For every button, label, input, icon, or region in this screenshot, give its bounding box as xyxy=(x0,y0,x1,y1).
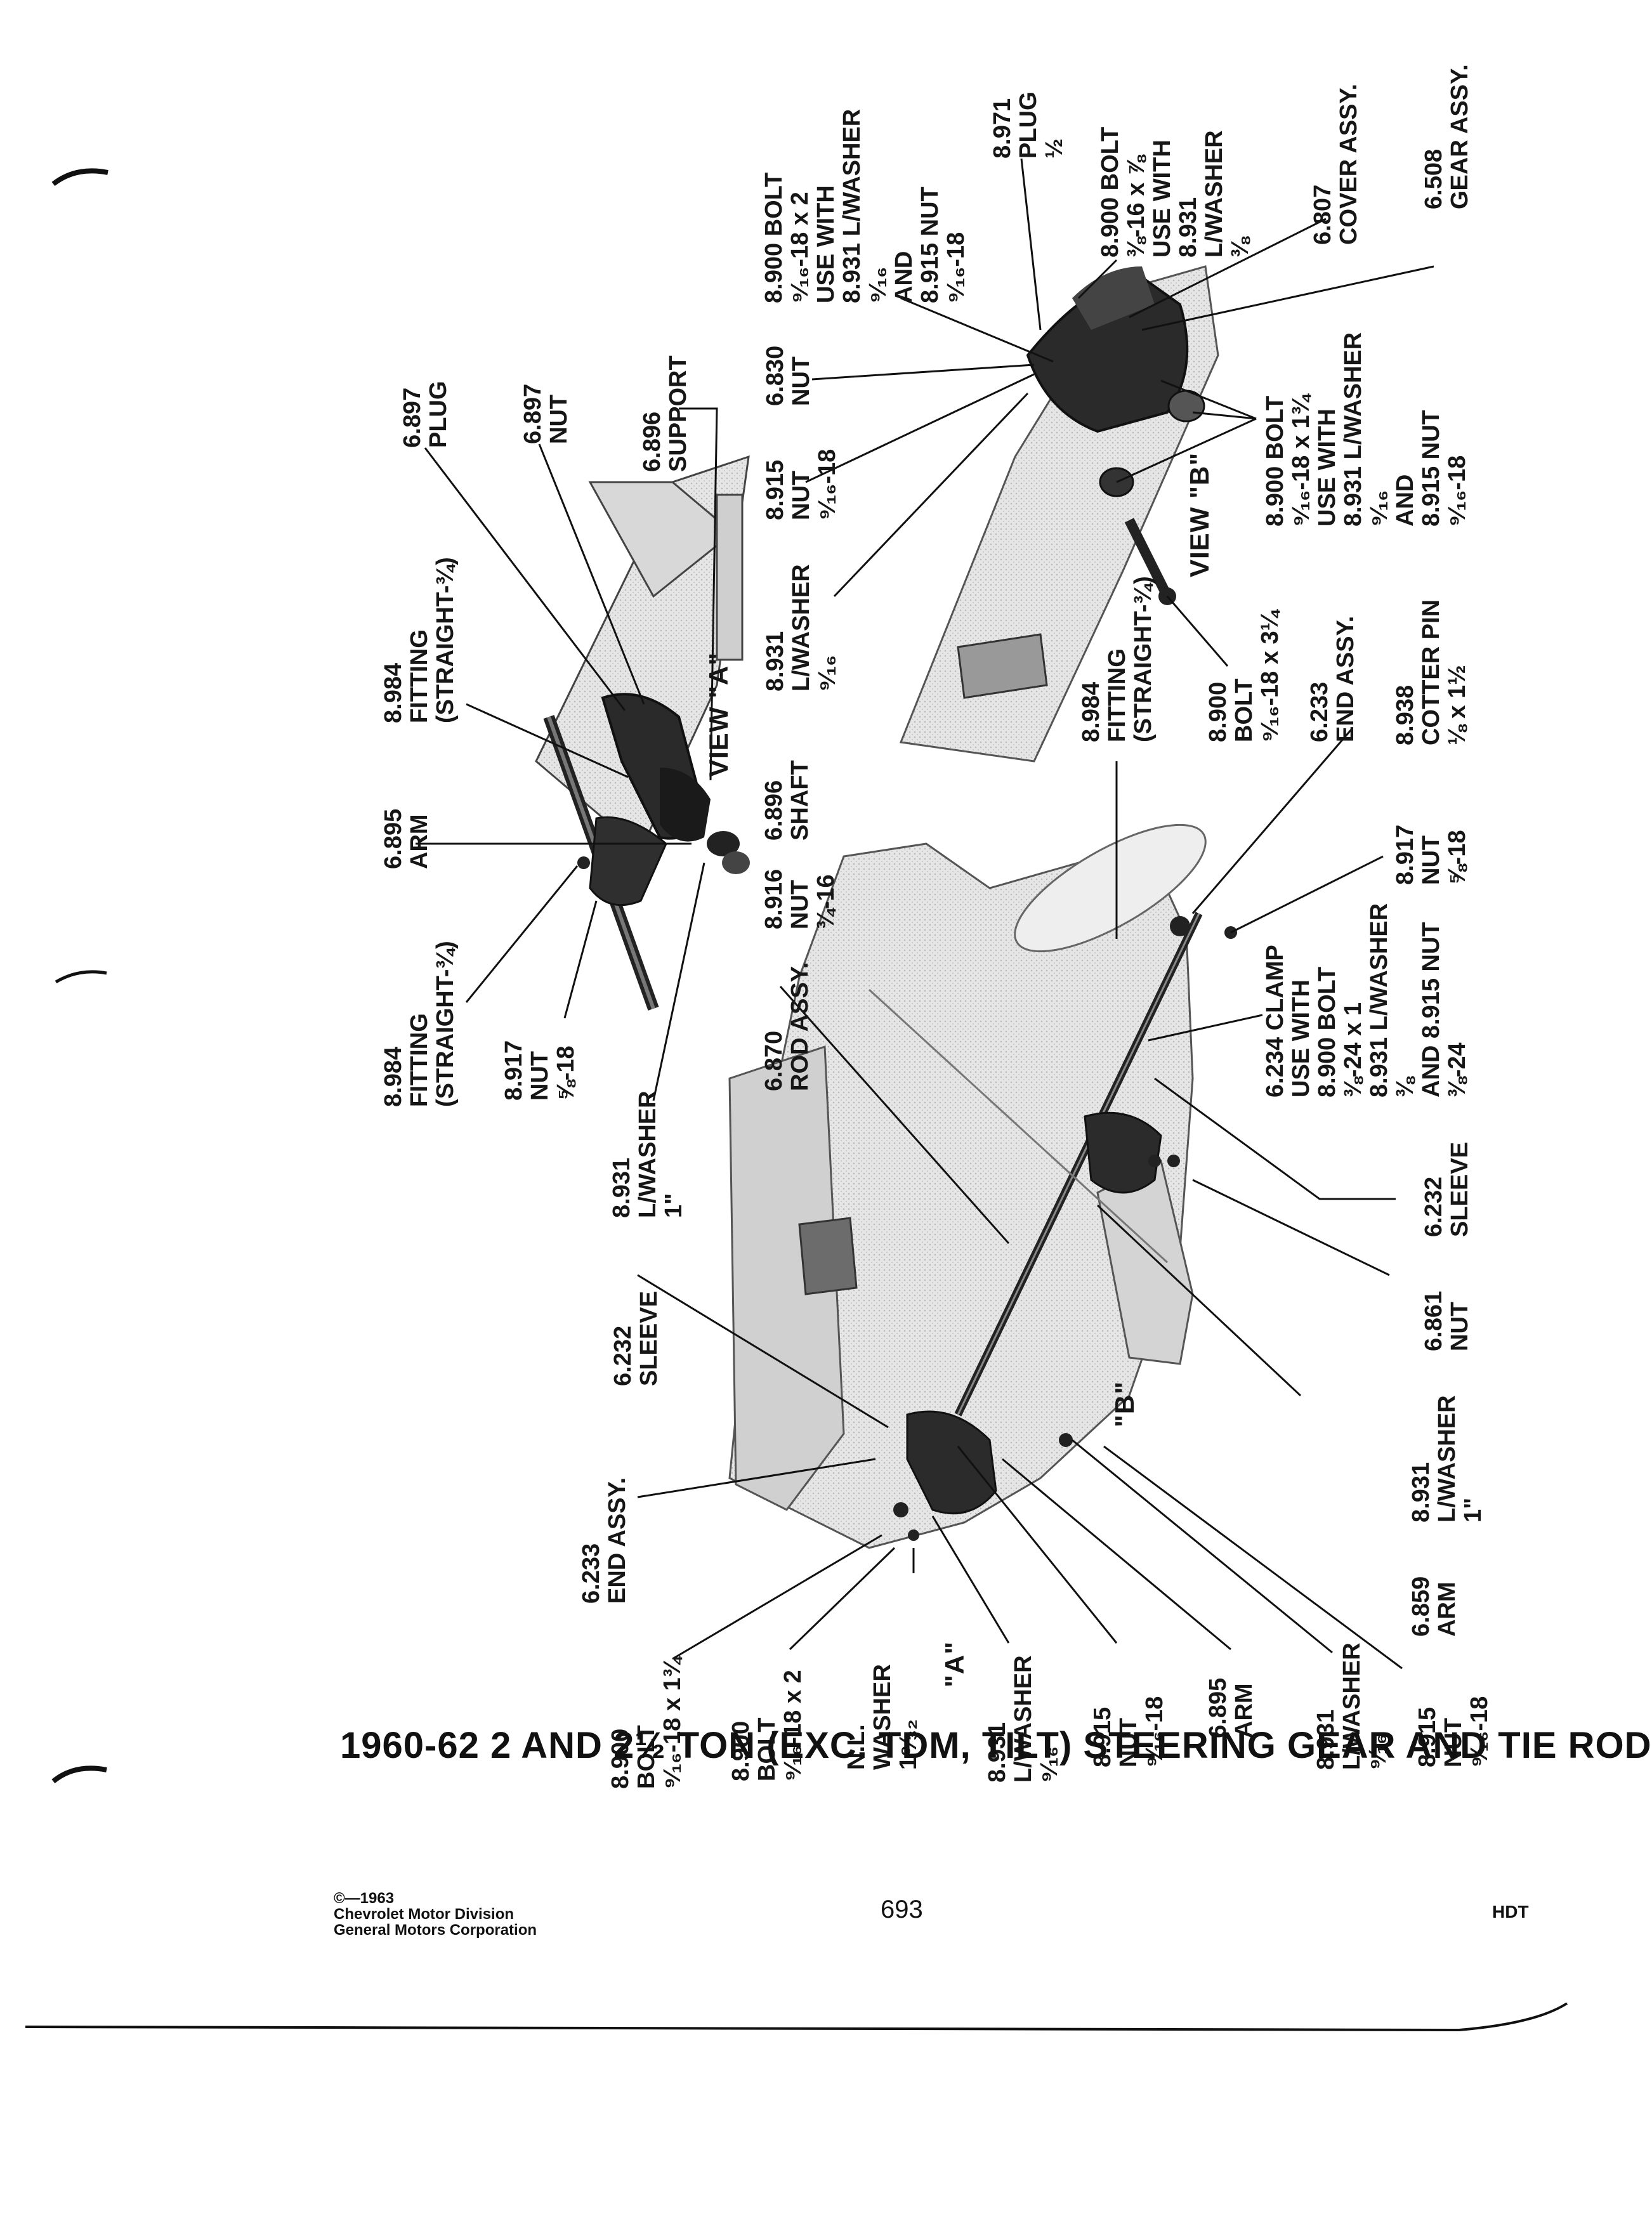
view-b-label: VIEW "B" xyxy=(1184,452,1214,577)
view-a-art xyxy=(535,455,750,1011)
view-a-label: VIEW "A" xyxy=(704,652,733,777)
main-axle-art xyxy=(728,823,1237,1549)
copyright-line: ©—1963 xyxy=(334,1890,395,1907)
page-bottom-rule xyxy=(25,2002,1568,2032)
copyright-block: ©—1963 Chevrolet Motor Division General … xyxy=(334,1890,537,1939)
page-title: 1960-62 2 AND 2½ TON (EXC. TDM, TILT) ST… xyxy=(340,1725,1652,1766)
diagram-illustration xyxy=(25,158,1568,2032)
punch-mark xyxy=(55,970,107,984)
view-b-art xyxy=(899,265,1219,763)
page-number: 693 xyxy=(881,1896,923,1923)
copyright-line: Chevrolet Motor Division xyxy=(334,1906,515,1923)
marker-b: "B" xyxy=(1110,1380,1139,1427)
copyright-line: General Motors Corporation xyxy=(334,1922,537,1939)
section-code: HDT xyxy=(1492,1902,1529,1922)
punch-mark xyxy=(51,1765,107,1784)
punch-mark xyxy=(51,168,108,187)
leader-lines xyxy=(416,158,1434,1670)
marker-a: "A" xyxy=(940,1640,969,1687)
